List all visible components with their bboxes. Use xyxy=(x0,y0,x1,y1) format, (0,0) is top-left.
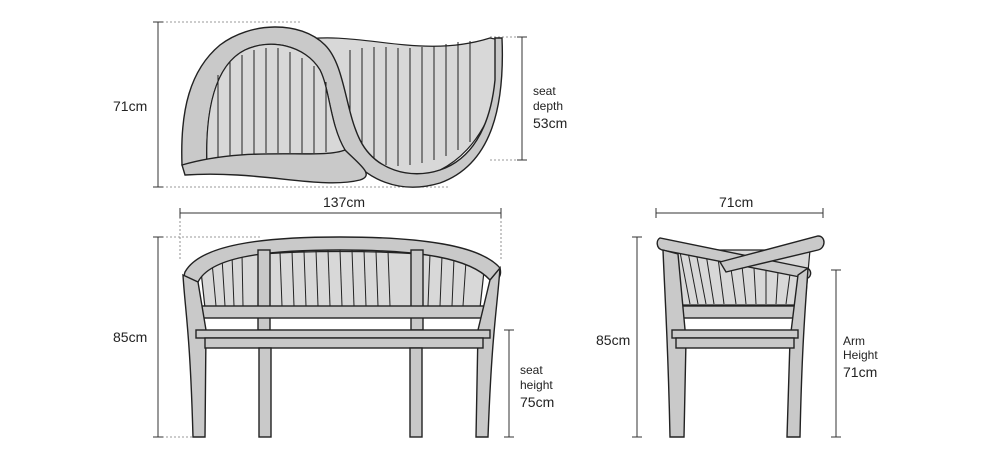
seat-depth-line1: seat xyxy=(533,84,556,98)
front-view-bench-drawing xyxy=(182,236,502,438)
seat-height-dimension xyxy=(504,329,514,438)
top-view-height-label: 71cm xyxy=(113,98,147,114)
seat-depth-dimension xyxy=(517,36,527,161)
side-view: 71cm 85cm Arm Height 71cm xyxy=(596,194,878,438)
arm-height-value: 71cm xyxy=(843,364,877,380)
side-view-width-label: 71cm xyxy=(719,194,753,210)
top-view: 71cm seat depth 53cm xyxy=(113,21,567,188)
front-view: 137cm 85cm seat height 75cm xyxy=(113,194,554,438)
front-view-width-dimension xyxy=(179,208,502,218)
side-view-height-dimension xyxy=(632,236,642,438)
seat-height-value: 75cm xyxy=(520,394,554,410)
seat-height-line1: seat xyxy=(520,363,543,377)
top-view-bench-drawing xyxy=(181,26,504,188)
side-view-bench-drawing xyxy=(656,235,825,438)
seat-height-line2: height xyxy=(520,378,553,392)
arm-height-line2: Height xyxy=(843,348,878,362)
front-view-height-label: 85cm xyxy=(113,329,147,345)
arm-height-line1: Arm xyxy=(843,334,865,348)
top-view-height-dimension xyxy=(153,21,163,188)
seat-depth-value: 53cm xyxy=(533,115,567,131)
front-view-height-dimension xyxy=(153,236,163,438)
side-view-height-label: 85cm xyxy=(596,332,630,348)
arm-height-dimension xyxy=(831,269,841,438)
seat-depth-line2: depth xyxy=(533,99,563,113)
front-view-width-label: 137cm xyxy=(323,194,365,210)
side-view-width-dimension xyxy=(655,208,824,218)
